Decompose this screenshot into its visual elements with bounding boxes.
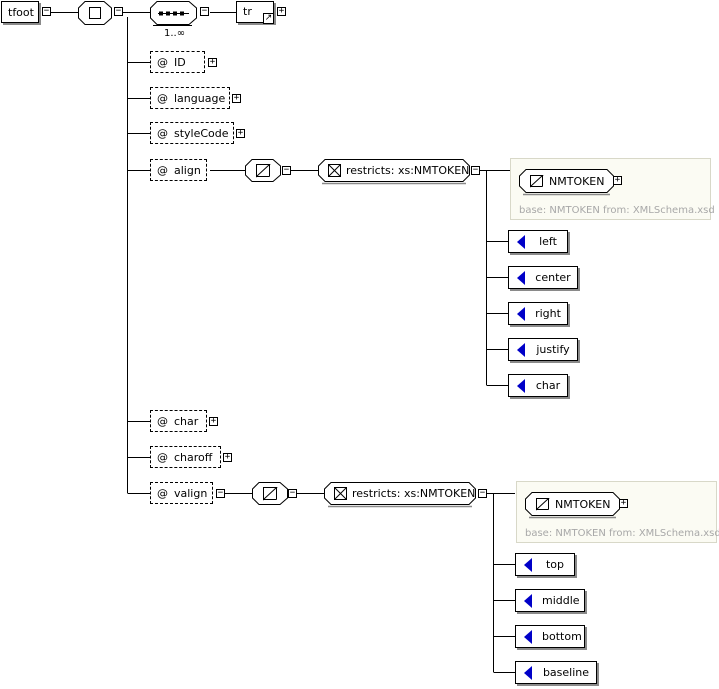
enum-value: left [539, 235, 557, 248]
tr-expand-toggle[interactable]: + [277, 6, 286, 16]
align-base-info: base: NMTOKEN from: XMLSchema.xsd [519, 205, 715, 216]
attribute-align[interactable]: @ align [150, 159, 207, 181]
align-base-type-label: NMTOKEN [549, 174, 605, 188]
enum-item[interactable]: middle [515, 589, 585, 612]
enumeration-icon [524, 665, 532, 680]
enum-item[interactable]: center [508, 266, 578, 289]
simple-type-icon [252, 482, 288, 505]
attribute-align-label: align [174, 163, 201, 177]
enum-item[interactable]: justify [508, 338, 578, 361]
attribute-language-expand-toggle[interactable]: + [232, 93, 241, 103]
valign-simple-type-collapse-toggle[interactable]: − [288, 488, 297, 498]
enumeration-icon [517, 234, 525, 249]
attribute-id-expand-toggle[interactable]: + [208, 57, 217, 67]
sequence-cardinality: 1..∞ [164, 28, 186, 39]
valign-base-type-panel: NMTOKEN + base: NMTOKEN from: XMLSchema.… [516, 481, 719, 543]
enum-value: top [545, 558, 565, 571]
base-type-shape [519, 169, 614, 196]
attribute-at-symbol: @ [157, 486, 168, 500]
enum-value: center [535, 271, 571, 284]
attribute-valign-label: valign [174, 486, 208, 500]
attribute-at-symbol: @ [157, 91, 168, 105]
valign-base-type-label: NMTOKEN [555, 497, 611, 511]
enumeration-icon [524, 593, 532, 608]
compositor-shape [78, 1, 112, 25]
enumeration-icon [517, 342, 525, 357]
restriction-shape [318, 159, 470, 185]
valign-base-type[interactable]: NMTOKEN [525, 492, 620, 519]
enumeration-icon [517, 270, 525, 285]
align-simple-type-collapse-toggle[interactable]: − [282, 165, 291, 175]
enum-value: right [535, 307, 561, 320]
valign-restriction-label: restricts: xs:NMTOKEN [352, 487, 476, 500]
attribute-stylecode[interactable]: @ styleCode [150, 122, 234, 144]
attribute-char-expand-toggle[interactable]: + [209, 416, 218, 426]
attribute-char-label: char [174, 414, 199, 428]
enum-value: baseline [542, 666, 590, 679]
align-restriction-label: restricts: xs:NMTOKEN [346, 164, 470, 177]
sequence-icon [150, 1, 197, 26]
enum-item[interactable]: bottom [515, 625, 585, 648]
attribute-valign-collapse-toggle[interactable]: − [216, 488, 225, 498]
align-base-type[interactable]: NMTOKEN [519, 169, 614, 196]
valign-restriction-collapse-toggle[interactable]: − [478, 488, 487, 498]
valign-base-type-expand-toggle[interactable]: + [619, 498, 628, 508]
attribute-id[interactable]: @ ID [150, 51, 205, 73]
attribute-stylecode-expand-toggle[interactable]: + [236, 128, 245, 138]
enum-item[interactable]: baseline [515, 661, 597, 684]
attribute-at-symbol: @ [157, 414, 168, 428]
enum-value: middle [542, 594, 580, 607]
enumeration-icon [524, 557, 532, 572]
child-element-label: tr [243, 5, 252, 18]
attribute-id-label: ID [174, 55, 186, 69]
attribute-at-symbol: @ [157, 450, 168, 464]
attribute-charoff-expand-toggle[interactable]: + [223, 452, 232, 462]
enumeration-icon [517, 378, 525, 393]
attribute-at-symbol: @ [157, 55, 168, 69]
align-simple-type[interactable] [245, 159, 281, 182]
root-element-tfoot[interactable]: tfoot [1, 1, 39, 23]
attribute-language-label: language [174, 91, 226, 105]
valign-base-info: base: NMTOKEN from: XMLSchema.xsd [525, 528, 719, 539]
simple-type-icon [245, 159, 281, 182]
enumeration-icon [524, 629, 532, 644]
valign-simple-type[interactable] [252, 482, 288, 505]
enum-item[interactable]: char [508, 374, 568, 397]
enumeration-icon [517, 306, 525, 321]
sequence-compositor[interactable] [150, 1, 197, 26]
root-element-label: tfoot [8, 5, 34, 19]
align-restriction[interactable]: restricts: xs:NMTOKEN [318, 159, 470, 185]
attribute-at-symbol: @ [157, 126, 168, 140]
attribute-charoff-label: charoff [174, 450, 213, 464]
enum-value: bottom [542, 630, 582, 643]
attribute-stylecode-label: styleCode [174, 126, 229, 140]
attribute-language[interactable]: @ language [150, 87, 230, 109]
attribute-charoff[interactable]: @ charoff [150, 446, 221, 468]
align-base-type-panel: NMTOKEN + base: NMTOKEN from: XMLSchema.… [510, 158, 715, 220]
attribute-valign[interactable]: @ valign [150, 482, 213, 504]
attribute-at-symbol: @ [157, 163, 168, 177]
sequence-collapse-toggle[interactable]: − [200, 6, 209, 16]
base-type-shape [525, 492, 620, 519]
reference-link-icon[interactable]: ↗ [263, 13, 274, 24]
enum-item[interactable]: right [508, 302, 568, 325]
enum-item[interactable]: left [508, 230, 568, 253]
enum-value: justify [536, 343, 570, 356]
align-base-type-expand-toggle[interactable]: + [613, 175, 622, 185]
compositor-collapse-toggle[interactable]: − [114, 6, 123, 16]
valign-restriction[interactable]: restricts: xs:NMTOKEN [324, 482, 476, 508]
attribute-char[interactable]: @ char [150, 410, 207, 432]
restriction-shape [324, 482, 476, 508]
align-restriction-collapse-toggle[interactable]: − [471, 165, 480, 175]
enum-item[interactable]: top [515, 553, 575, 576]
complex-type-compositor[interactable] [78, 1, 112, 25]
root-collapse-toggle[interactable]: − [42, 6, 51, 16]
enum-value: char [535, 379, 561, 392]
